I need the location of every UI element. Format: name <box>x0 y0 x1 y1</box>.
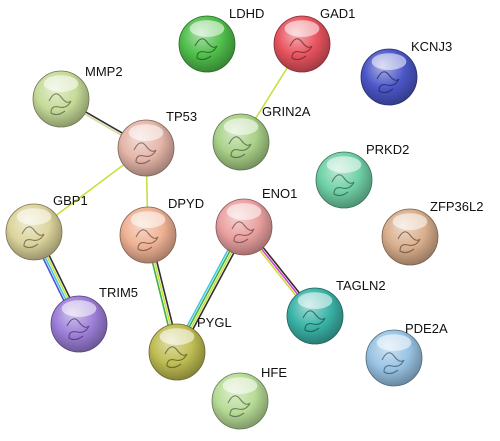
node-prkd2[interactable]: PRKD2 <box>315 142 409 209</box>
node-grin2a[interactable]: GRIN2A <box>212 104 311 171</box>
node-label: DPYD <box>168 196 204 211</box>
node-label: LDHD <box>229 6 264 21</box>
node-sphere[interactable] <box>148 323 206 381</box>
node-sphere[interactable] <box>212 113 270 171</box>
protein-structure-icon <box>194 38 218 61</box>
protein-structure-icon <box>66 318 90 341</box>
node-gad1[interactable]: GAD1 <box>273 6 355 73</box>
node-label: HFE <box>261 365 287 380</box>
protein-structure-icon <box>302 310 326 333</box>
protein-structure-icon <box>376 71 400 94</box>
protein-structure-icon <box>228 136 252 159</box>
node-sphere[interactable] <box>365 329 423 387</box>
node-sphere[interactable] <box>211 372 269 430</box>
node-label: PYGL <box>197 315 232 330</box>
protein-structure-icon <box>133 142 157 165</box>
node-gbp1[interactable]: GBP1 <box>5 193 88 261</box>
node-sphere[interactable] <box>286 287 344 345</box>
node-ldhd[interactable]: LDHD <box>178 6 264 73</box>
protein-structure-icon <box>381 352 405 375</box>
protein-structure-icon <box>21 226 45 249</box>
node-hfe[interactable]: HFE <box>211 365 287 430</box>
node-sphere[interactable] <box>119 206 177 264</box>
node-zfp36l2[interactable]: ZFP36L2 <box>381 199 483 266</box>
node-sphere[interactable] <box>178 15 236 73</box>
node-sphere[interactable] <box>117 119 175 177</box>
node-sphere[interactable] <box>315 151 373 209</box>
protein-structure-icon <box>164 346 188 369</box>
node-dpyd[interactable]: DPYD <box>119 196 204 264</box>
node-sphere[interactable] <box>360 48 418 106</box>
node-label: KCNJ3 <box>411 39 452 54</box>
node-sphere[interactable] <box>50 295 108 353</box>
node-label: TP53 <box>166 109 197 124</box>
protein-structure-icon <box>397 231 421 254</box>
node-kcnj3[interactable]: KCNJ3 <box>360 39 452 106</box>
node-label: ZFP36L2 <box>430 199 483 214</box>
node-label: PRKD2 <box>366 142 409 157</box>
protein-structure-icon <box>227 395 251 418</box>
node-label: TRIM5 <box>99 285 138 300</box>
protein-structure-icon <box>135 229 159 252</box>
node-pde2a[interactable]: PDE2A <box>365 321 448 387</box>
node-label: GAD1 <box>320 6 355 21</box>
node-tp53[interactable]: TP53 <box>117 109 197 177</box>
node-label: GRIN2A <box>262 104 311 119</box>
node-label: PDE2A <box>405 321 448 336</box>
node-label: TAGLN2 <box>336 278 386 293</box>
node-sphere[interactable] <box>215 198 273 256</box>
node-sphere[interactable] <box>5 203 63 261</box>
protein-structure-icon <box>331 174 355 197</box>
node-eno1[interactable]: ENO1 <box>215 186 297 256</box>
protein-structure-icon <box>231 221 255 244</box>
node-sphere[interactable] <box>273 15 331 73</box>
node-label: ENO1 <box>262 186 297 201</box>
node-mmp2[interactable]: MMP2 <box>32 64 123 128</box>
protein-structure-icon <box>289 38 313 61</box>
node-label: MMP2 <box>85 64 123 79</box>
node-sphere[interactable] <box>32 70 90 128</box>
node-label: GBP1 <box>53 193 88 208</box>
protein-structure-icon <box>48 93 72 116</box>
node-tagln2[interactable]: TAGLN2 <box>286 278 386 345</box>
node-sphere[interactable] <box>381 208 439 266</box>
